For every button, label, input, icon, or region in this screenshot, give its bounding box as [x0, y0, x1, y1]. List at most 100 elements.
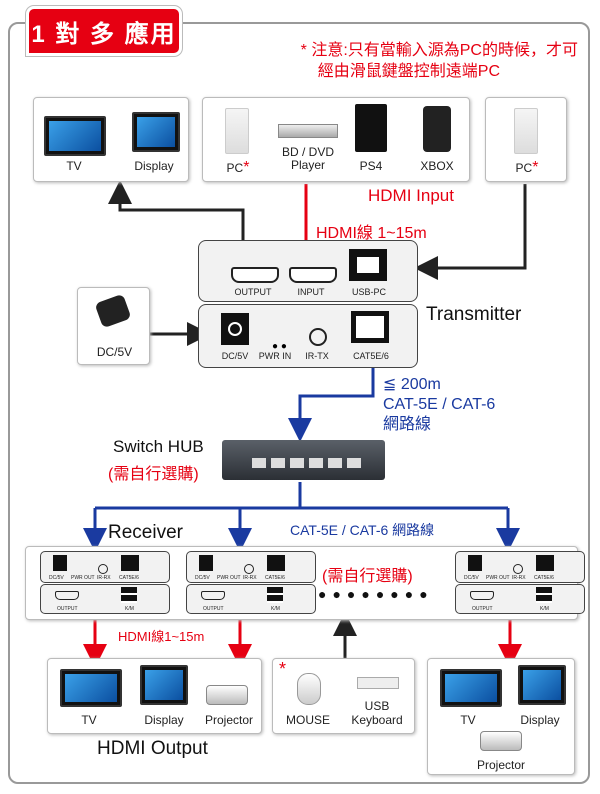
pc-box: PC* — [485, 97, 567, 182]
receiver-bottom-panel: OUTPUT K/M — [455, 584, 585, 614]
rj45-port-icon — [121, 555, 139, 571]
projector-icon — [206, 685, 248, 705]
port-label: IR-TX — [305, 351, 329, 361]
display-label: Display — [520, 713, 560, 727]
pc-text: PC — [515, 161, 533, 175]
asterisk: * — [532, 159, 539, 176]
receiver-bottom-panel: OUTPUT K/M — [186, 584, 316, 614]
switch-hub-icon — [222, 440, 385, 480]
arrow-output-to-display — [108, 180, 245, 268]
port-label: K/M — [125, 606, 134, 612]
tv-icon — [60, 669, 122, 707]
power-adapter-box: DC/5V — [77, 287, 150, 365]
pc-label: PC* — [504, 159, 550, 177]
receiver-top-panel: DC/5V PWR OUT IR-RX CAT5E/6 — [455, 551, 585, 583]
note-line1: * 注意:只有當輸入源為PC的時候，才可 — [300, 42, 578, 59]
port-label: PWR OUT — [486, 575, 510, 581]
rj45-port-icon — [536, 555, 554, 571]
ps4-icon — [355, 104, 387, 152]
port-label: OUTPUT — [57, 606, 78, 612]
input-sources-box: PC* BD / DVD Player PS4 XBOX — [202, 97, 470, 182]
dc-jack-icon — [53, 555, 67, 571]
usb-port-icon — [121, 587, 137, 603]
xbox-icon — [423, 106, 451, 152]
display-icon — [132, 112, 180, 152]
port-label: K/M — [271, 606, 280, 612]
asterisk: * — [243, 159, 250, 176]
pc-icon — [225, 108, 249, 154]
ir-jack-icon — [309, 328, 327, 346]
mouse-label: MOUSE — [285, 713, 330, 727]
port-label: K/M — [540, 606, 549, 612]
port-label: DC/5V — [464, 575, 479, 581]
title-tab: 1 對 多 應用 — [26, 6, 182, 56]
receiver-note: (需自行選購) — [322, 568, 413, 585]
transmitter-bottom-panel: ● ● DC/5V PWR IN IR-TX CAT5E/6 — [198, 304, 418, 368]
hdmi-port-icon — [201, 591, 225, 600]
receiver-cable-label: CAT-5E / CAT-6 網路線 — [290, 522, 435, 538]
port-label: PWR OUT — [217, 575, 241, 581]
port-label: OUTPUT — [234, 287, 272, 297]
tv-icon — [440, 669, 502, 707]
port-label: CAT5E/6 — [534, 575, 554, 581]
dc-jack-icon — [221, 313, 249, 345]
hdmi-output-label: HDMI Output — [97, 738, 208, 759]
output-left-box: TV Display Projector — [47, 658, 262, 734]
projector-label: Projector — [204, 713, 254, 727]
receiver-top-panel: DC/5V PWR OUT IR-RX CAT5E/6 — [40, 551, 170, 583]
tv-label: TV — [460, 713, 476, 727]
usb-port-icon — [267, 587, 283, 603]
tv-label: TV — [81, 713, 97, 727]
hdmi-cable-top-label: HDMI線 1~15m — [316, 225, 427, 242]
more-receivers-ellipsis: ●●●●●●●● — [318, 586, 434, 602]
usb-port-icon — [536, 587, 552, 603]
tv-label: TV — [66, 159, 82, 173]
port-label: IR-RX — [243, 575, 257, 581]
display-label: Display — [134, 159, 174, 173]
cable-label: ≦ 200m CAT-5E / CAT-6 網路線 — [383, 375, 495, 435]
cable-name: 網路線 — [383, 416, 432, 433]
line-tx-to-switch — [288, 365, 375, 442]
keyboard-label: USB Keyboard — [351, 699, 403, 727]
line-switch-bus — [95, 482, 508, 510]
receiver-bottom-panel: OUTPUT K/M — [40, 584, 170, 614]
switch-note: (需自行選購) — [108, 466, 199, 483]
transmitter-top-panel: OUTPUT INPUT USB-PC — [198, 240, 418, 302]
asterisk: * — [279, 659, 287, 679]
display-icon — [140, 665, 188, 705]
pc-label: PC* — [223, 159, 253, 177]
port-label: DC/5V — [195, 575, 210, 581]
port-label: OUTPUT — [203, 606, 224, 612]
hdmi-output-port-icon — [231, 267, 279, 283]
cable-length: ≦ 200m — [383, 376, 441, 393]
ps4-label: PS4 — [359, 159, 383, 173]
pc-icon — [514, 108, 538, 154]
power-label: DC/5V — [96, 345, 133, 359]
port-label: OUTPUT — [472, 606, 493, 612]
port-label: USB-PC — [351, 287, 386, 297]
port-label: PWR OUT — [71, 575, 95, 581]
display-box: TV Display — [33, 97, 189, 182]
ir-jack-icon — [244, 564, 254, 574]
tv-icon — [44, 116, 106, 156]
port-label: INPUT — [297, 287, 325, 297]
transmitter-label: Transmitter — [426, 304, 522, 325]
bd-label: BD / DVD Player — [281, 145, 334, 172]
hdmi-input-port-icon — [289, 267, 337, 283]
projector-icon — [480, 731, 522, 751]
display-label: Display — [144, 713, 184, 727]
power-adapter-icon — [94, 293, 132, 329]
dc-jack-icon — [199, 555, 213, 571]
outer-frame — [8, 22, 590, 784]
keyboard-icon — [357, 677, 399, 689]
port-label: PWR IN — [258, 351, 292, 361]
port-label: CAT5E/6 — [119, 575, 139, 581]
km-box: * MOUSE USB Keyboard — [272, 658, 415, 734]
pc-text: PC — [226, 161, 244, 175]
note: * 注意:只有當輸入源為PC的時候，才可 經由滑鼠鍵盤控制遠端PC — [301, 40, 578, 82]
port-label: IR-RX — [512, 575, 526, 581]
arrow-usb-pc — [414, 184, 527, 280]
xbox-label: XBOX — [420, 159, 454, 173]
port-label: DC/5V — [221, 351, 249, 361]
